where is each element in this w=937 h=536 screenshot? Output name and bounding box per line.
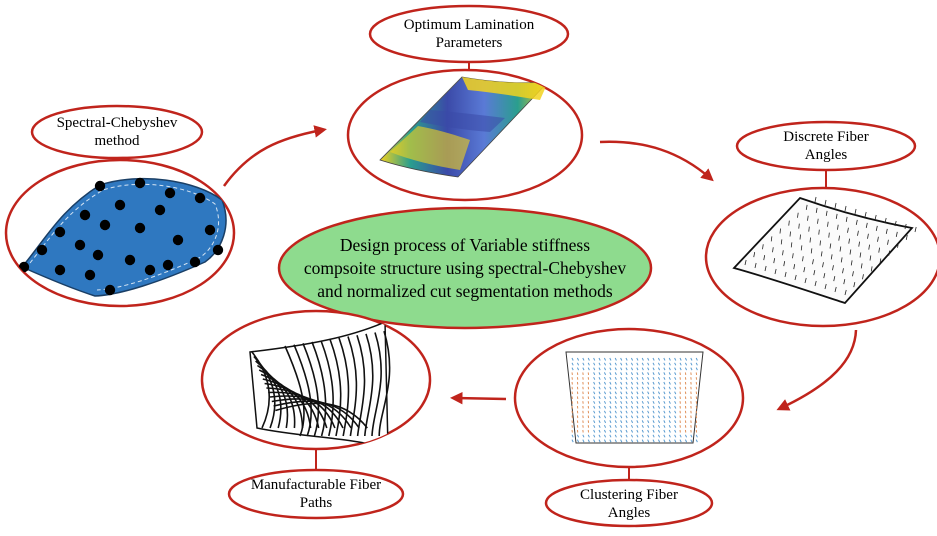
fiber-tick [809,227,810,232]
label-discrete-line2: Angles [783,146,868,164]
mesh-node [100,220,110,230]
mesh-node [85,270,95,280]
fiber-tick [829,233,830,238]
label-optimum-line1: Optimum Lamination [404,16,534,34]
arrow-optimum-to-discrete [600,142,710,178]
fiber-tick [790,232,791,237]
mesh-node [163,260,173,270]
mesh-node [135,223,145,233]
mesh-node [173,235,183,245]
center-title-line2: compsoite structure using spectral-Cheby… [304,257,626,280]
mesh-node [190,257,200,267]
mesh-node [55,265,65,275]
mesh-node [105,285,115,295]
label-spectral-line2: method [57,132,178,150]
fiber-tick [780,229,781,234]
mesh-node [205,225,215,235]
mesh-node [93,250,103,260]
arrow-discrete-to-clustering [781,330,856,408]
mesh-node [145,265,155,275]
label-clustering-line2: Angles [580,504,678,522]
mesh-node [19,262,29,272]
label-clustering-line1: Clustering Fiber [580,486,678,504]
center-title-line1: Design process of Variable stiffness [304,234,626,257]
mesh-node [55,227,65,237]
mesh-node [135,178,145,188]
mesh-node [165,188,175,198]
mesh-node [75,240,85,250]
mesh-node [95,181,105,191]
center-title: Design process of Variable stiffness com… [285,222,645,314]
mesh-node [213,245,223,255]
fiber-tick [810,238,811,243]
mesh-node [155,205,165,215]
label-manufacturable-line1: Manufacturable Fiber [251,476,381,494]
arrow-spectral-to-optimum [224,130,322,186]
label-spectral-line1: Spectral-Chebyshev [57,114,178,132]
fiber-tick [799,224,800,229]
fiber-tick [800,235,801,240]
fiber-tick [820,241,821,246]
center-title-line3: and normalized cut segmentation methods [304,280,626,303]
arrow-clustering-to-manufacturable [455,398,506,399]
label-optimum-line2: Parameters [404,34,534,52]
mesh-node [80,210,90,220]
label-manufacturable-line2: Paths [251,494,381,512]
cluster-map-icon [566,352,703,443]
label-discrete-line1: Discrete Fiber [783,128,868,146]
mesh-node [195,193,205,203]
mesh-node [115,200,125,210]
fiber-tick [789,221,790,226]
fiber-tick [819,230,820,235]
mesh-node [125,255,135,265]
mesh-node [37,245,47,255]
